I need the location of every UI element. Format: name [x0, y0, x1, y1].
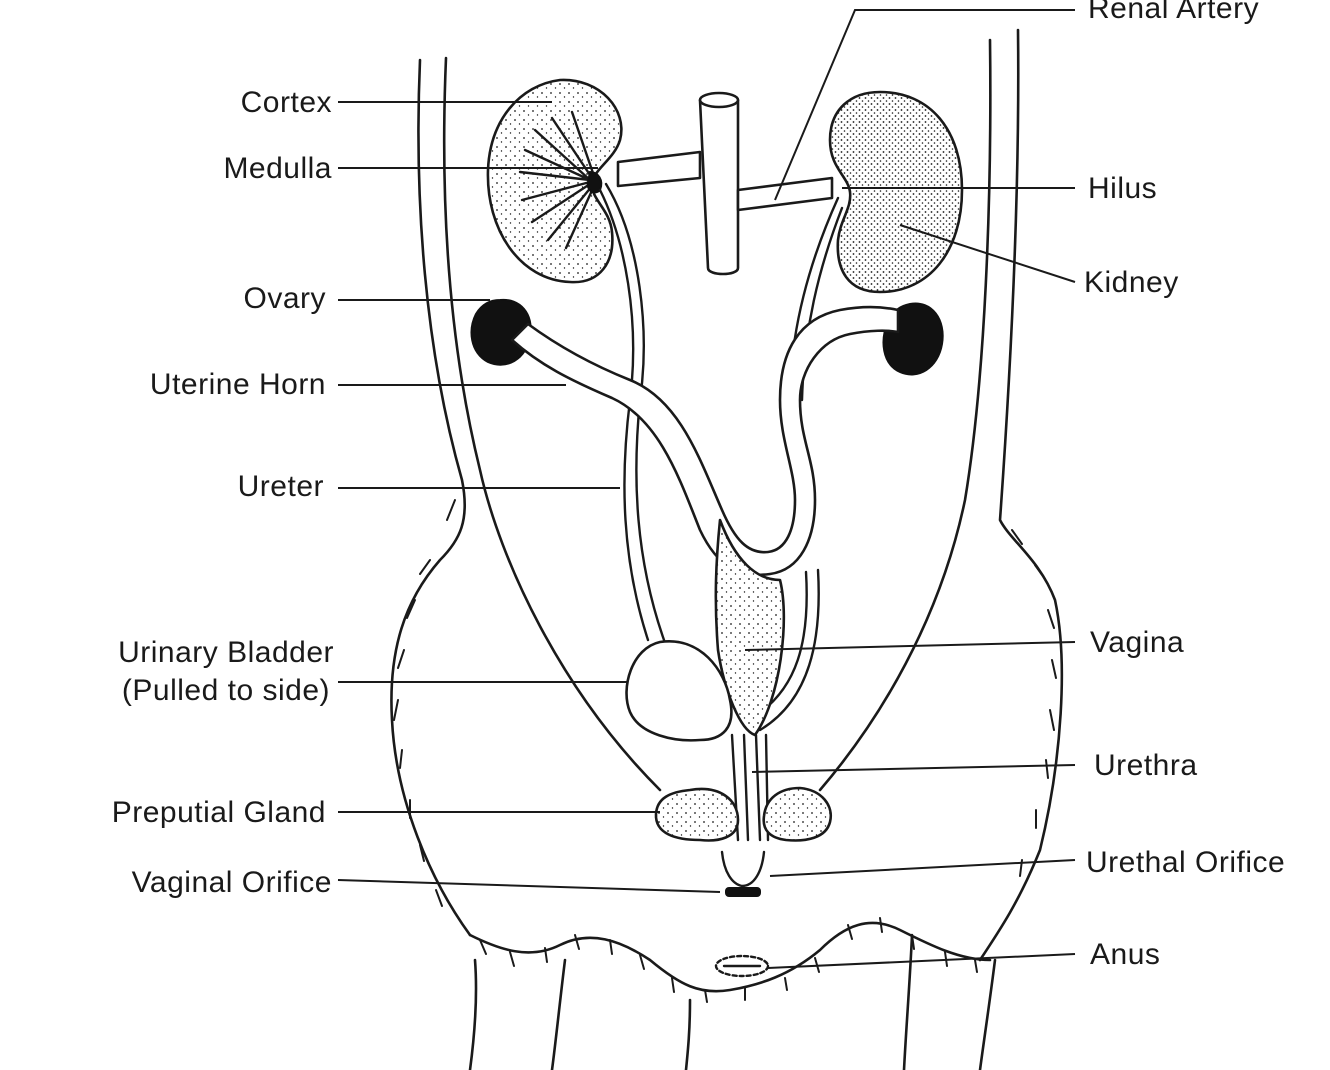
urinary-bladder [625, 640, 733, 742]
label-urethal-orifice: Urethal Orifice [1086, 846, 1285, 879]
label-uterine-horn: Uterine Horn [150, 368, 326, 401]
label-preputial-gland: Preputial Gland [112, 796, 326, 829]
label-urethra: Urethra [1094, 749, 1198, 782]
label-hilus: Hilus [1088, 172, 1157, 205]
label-ureter: Ureter [238, 470, 324, 503]
label-renal-artery: Renal Artery [1088, 0, 1259, 25]
right-kidney [828, 90, 964, 294]
label-anus: Anus [1090, 938, 1160, 971]
left-kidney [486, 78, 623, 284]
label-vaginal-orifice: Vaginal Orifice [132, 866, 332, 899]
label-vagina: Vagina [1090, 626, 1184, 659]
preputial-glands [654, 786, 833, 842]
uterus [510, 305, 900, 737]
urethra [730, 733, 770, 842]
leader-lines [337, 9, 1076, 969]
orifices [714, 850, 770, 978]
ovaries [470, 298, 944, 376]
label-cortex: Cortex [241, 86, 332, 119]
label-urinary-bladder-note: (Pulled to side) [122, 674, 330, 707]
label-medulla: Medulla [223, 152, 332, 185]
label-ovary: Ovary [243, 282, 326, 315]
vena-cava [616, 91, 834, 276]
label-kidney: Kidney [1084, 266, 1179, 299]
labels: Renal Artery Cortex Medulla Hilus Kidney… [112, 0, 1285, 971]
label-urinary-bladder: Urinary Bladder [118, 636, 334, 669]
